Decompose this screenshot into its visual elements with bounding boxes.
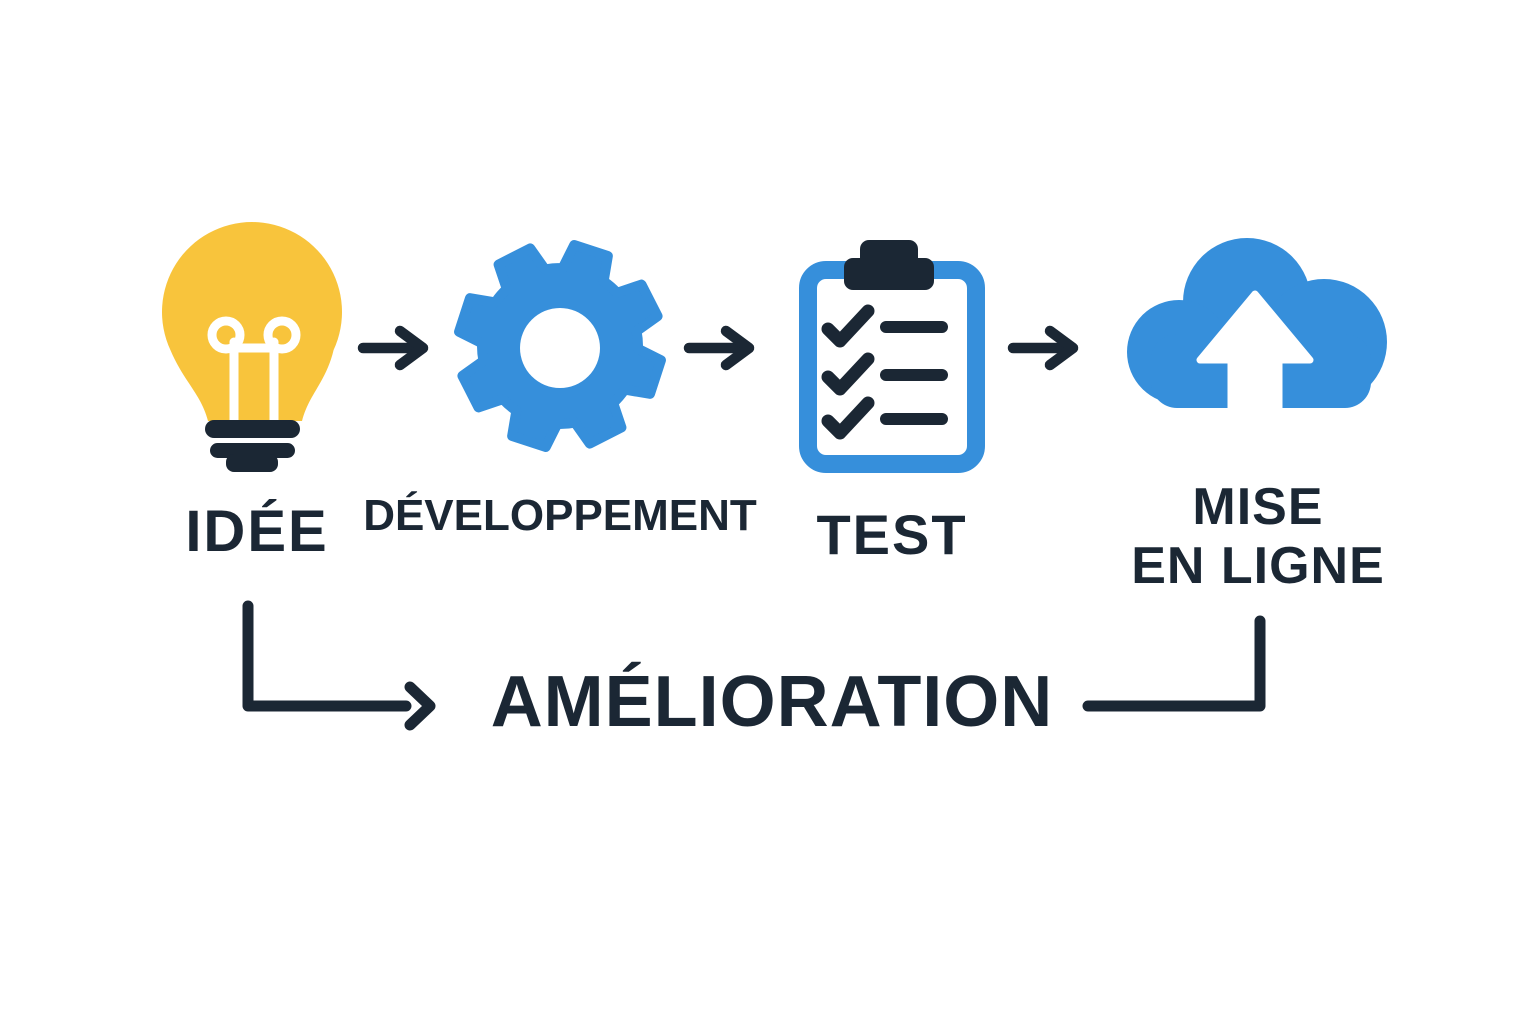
cloud-upload-icon xyxy=(1127,238,1387,408)
gear-icon xyxy=(454,240,666,452)
step-label-mise-en-ligne-line1: MISE xyxy=(1192,478,1324,536)
lightbulb-icon xyxy=(162,222,342,472)
arrow-right-icon xyxy=(357,325,429,371)
step-label-mise-en-ligne: MISE EN LIGNE xyxy=(1103,478,1413,597)
step-label-mise-en-ligne-line2: EN LIGNE xyxy=(1131,537,1385,596)
feedback-left-connector xyxy=(242,600,436,731)
arrow-right-icon xyxy=(683,325,755,371)
step-label-idea: IDÉE xyxy=(185,499,329,564)
arrow-right-icon xyxy=(1007,325,1079,371)
feedback-loop-connectors xyxy=(242,600,1266,731)
step-label-developpement: DÉVELOPPEMENT xyxy=(363,491,757,540)
step-label-test: TEST xyxy=(816,503,968,566)
clipboard-checklist-icon xyxy=(799,240,985,473)
feedback-label: AMÉLIORATION xyxy=(490,662,1054,742)
feedback-right-connector xyxy=(1082,615,1266,712)
